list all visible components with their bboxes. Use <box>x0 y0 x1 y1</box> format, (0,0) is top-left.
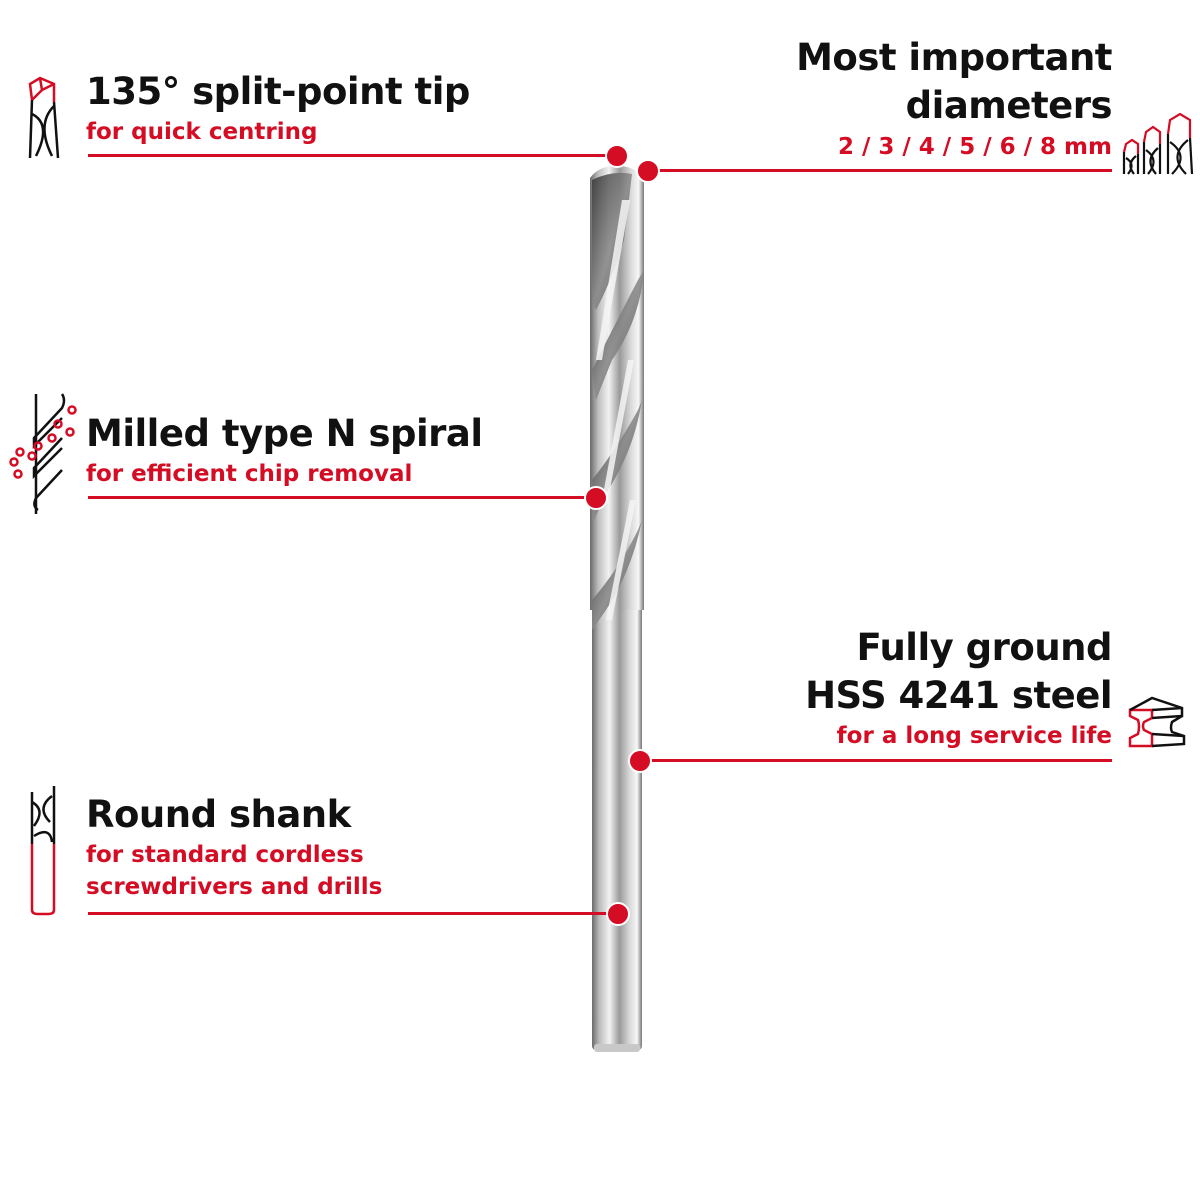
callout-line-shank <box>88 912 618 915</box>
feature-steel-title-line1: Fully ground <box>856 626 1113 669</box>
callout-line-steel <box>640 759 1112 762</box>
callout-dot-steel <box>628 749 652 773</box>
feature-spiral-subtitle: for efficient chip removal <box>86 461 413 487</box>
drill-tip-icon <box>28 76 60 159</box>
callout-line-tip <box>88 154 618 157</box>
callout-line-spiral <box>88 496 596 499</box>
feature-steel-subtitle: for a long service life <box>836 723 1112 749</box>
callout-dot-shank <box>606 902 630 926</box>
steel-beam-icon <box>1128 696 1186 748</box>
feature-diameters-subtitle: 2 / 3 / 4 / 5 / 6 / 8 mm <box>837 134 1112 160</box>
feature-spiral-title: Milled type N spiral <box>86 412 483 455</box>
round-shank-icon <box>30 786 56 916</box>
feature-shank-subtitle-line1: for standard cordless <box>86 842 364 868</box>
feature-shank-subtitle-line2: screwdrivers and drills <box>86 874 383 900</box>
feature-steel-title-line2: HSS 4241 steel <box>805 674 1112 717</box>
feature-tip-title: 135° split-point tip <box>86 70 470 113</box>
callout-dot-spiral <box>584 486 608 510</box>
feature-diameters-title-line2: diameters <box>905 84 1113 127</box>
feature-shank-title: Round shank <box>86 793 351 836</box>
feature-diameters-title-line1: Most important <box>796 36 1112 79</box>
spiral-chips-icon <box>9 393 77 514</box>
feature-tip-subtitle: for quick centring <box>86 119 318 145</box>
callout-dot-diameters <box>636 159 660 183</box>
callout-line-diameters <box>648 169 1112 172</box>
drill-sizes-icon <box>1122 112 1194 175</box>
callout-dot-tip <box>605 144 629 168</box>
